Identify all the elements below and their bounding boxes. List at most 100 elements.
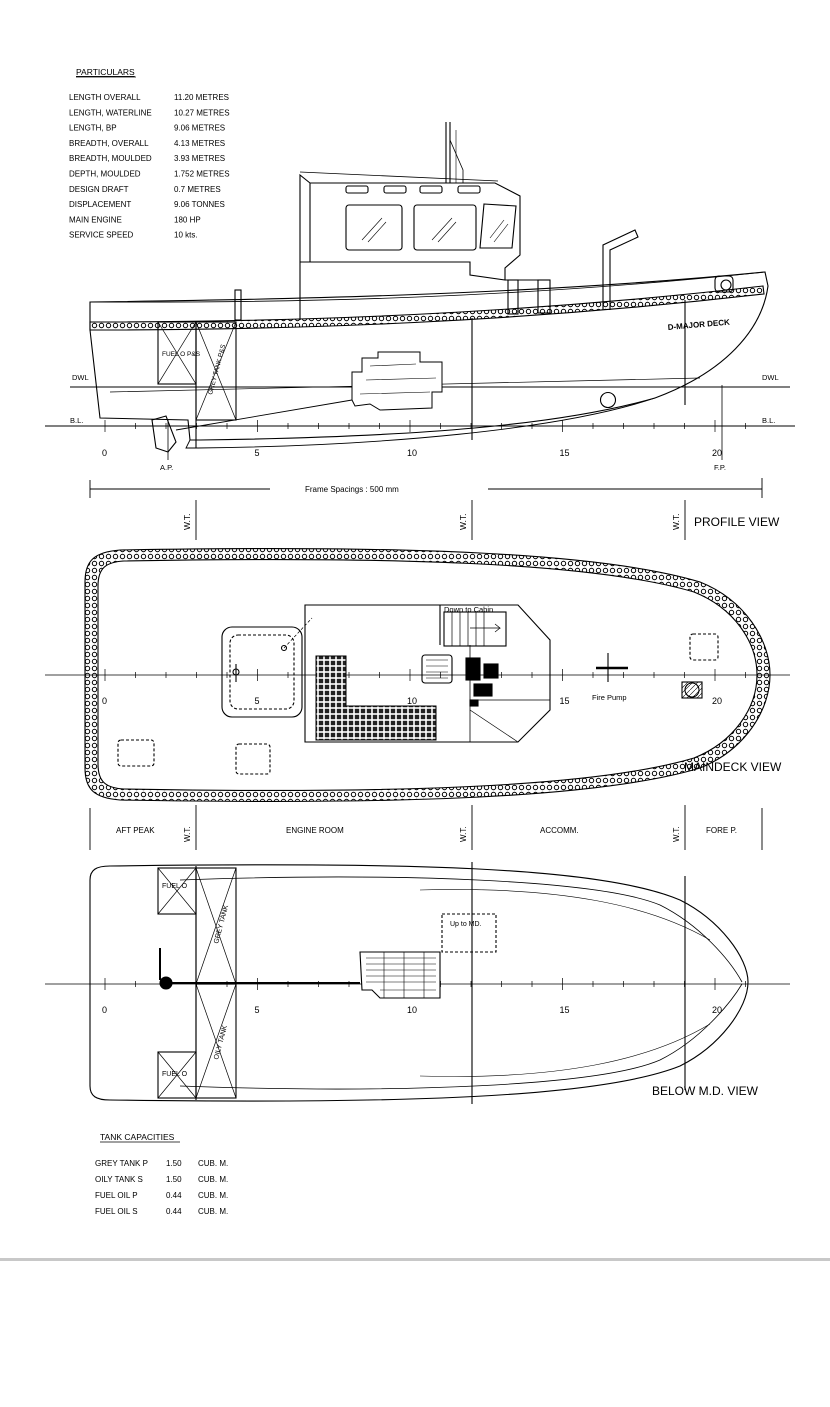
engine-profile bbox=[351, 351, 443, 411]
fuel-tank-label: FUEL O P&S bbox=[162, 351, 201, 358]
profile-view bbox=[45, 122, 795, 460]
frame-number: 0 bbox=[102, 1005, 107, 1015]
profile-view-title: PROFILE VIEW bbox=[694, 515, 780, 529]
frame-number: 20 bbox=[712, 448, 722, 458]
particular-value: 9.06 TONNES bbox=[174, 200, 225, 209]
rudder bbox=[151, 415, 177, 453]
wt-label: W.T. bbox=[183, 826, 192, 842]
tank-unit: CUB. M. bbox=[198, 1175, 228, 1184]
tank-value: 1.50 bbox=[166, 1159, 182, 1168]
fp-label: F.P. bbox=[714, 463, 726, 472]
particular-label: LENGTH, BP bbox=[69, 124, 117, 133]
frame-number: 0 bbox=[102, 696, 107, 706]
particular-label: LENGTH OVERALL bbox=[69, 93, 141, 102]
frame-number: 20 bbox=[712, 1005, 722, 1015]
particular-label: BREADTH, MOULDED bbox=[69, 154, 152, 163]
particular-value: 0.7 METRES bbox=[174, 185, 221, 194]
particular-value: 180 HP bbox=[174, 215, 201, 224]
particular-value: 11.20 METRES bbox=[174, 93, 229, 102]
hatch-cover bbox=[221, 626, 303, 718]
fuel-tank-s-label: FUEL O bbox=[162, 1071, 188, 1078]
particular-label: SERVICE SPEED bbox=[69, 231, 134, 240]
frame-number: 5 bbox=[255, 1005, 260, 1015]
down-to-cabin-label: Down to Cabin bbox=[444, 605, 493, 614]
frame-number: 20 bbox=[712, 696, 722, 706]
frame-number: 5 bbox=[255, 696, 260, 706]
compartment-engine-room: ENGINE ROOM bbox=[286, 826, 344, 835]
dwl-label-left: DWL bbox=[72, 373, 89, 382]
particular-value: 1.752 METRES bbox=[174, 170, 230, 179]
fire-pump-label: Fire Pump bbox=[592, 693, 627, 702]
wt-label: W.T. bbox=[458, 513, 468, 530]
particulars-heading: PARTICULARS bbox=[76, 67, 135, 77]
particular-label: DEPTH, MOULDED bbox=[69, 170, 141, 179]
tank-label: FUEL OIL S bbox=[95, 1207, 138, 1216]
tank-value: 0.44 bbox=[166, 1207, 182, 1216]
fuel-tank-p-label: FUEL O bbox=[162, 883, 188, 890]
wt-label: W.T. bbox=[671, 513, 681, 530]
frame-number: 10 bbox=[407, 696, 417, 706]
below-md-view bbox=[45, 862, 790, 1104]
compartment-strip bbox=[89, 805, 763, 850]
tank-label: OILY TANK S bbox=[95, 1175, 143, 1184]
wt-label: W.T. bbox=[672, 826, 681, 842]
tank-unit: CUB. M. bbox=[198, 1159, 228, 1168]
particular-value: 10 kts. bbox=[174, 231, 198, 240]
porthole bbox=[599, 391, 617, 409]
frame-spacing-dimension bbox=[89, 478, 763, 498]
bl-label-left: B.L. bbox=[70, 416, 83, 425]
grey-tank-label: GREY TANK P&S bbox=[207, 343, 227, 395]
compartment-fore-peak: FORE P. bbox=[706, 826, 737, 835]
blank-area bbox=[0, 1261, 830, 1407]
compartment-labels: AFT PEAK ENGINE ROOM ACCOMM. FORE P. W.T… bbox=[116, 826, 737, 842]
wt-markers-top bbox=[195, 500, 686, 540]
tank-capacities-heading: TANK CAPACITIES bbox=[100, 1132, 175, 1142]
particular-value: 3.93 METRES bbox=[174, 154, 225, 163]
up-to-md-label: Up to MD. bbox=[450, 921, 482, 928]
deckhouse-outline bbox=[304, 604, 551, 743]
particular-label: MAIN ENGINE bbox=[69, 215, 122, 224]
page-divider bbox=[0, 1258, 830, 1261]
profile-hull bbox=[89, 271, 769, 441]
vessel-name: D-MAJOR DECK bbox=[667, 318, 730, 332]
frame-number: 15 bbox=[560, 1005, 570, 1015]
compartment-accomm: ACCOMM. bbox=[540, 826, 579, 835]
below-md-view-title: BELOW M.D. VIEW bbox=[652, 1084, 759, 1098]
frame-number: 10 bbox=[407, 448, 417, 458]
frame-number: 0 bbox=[102, 448, 107, 458]
ap-label: A.P. bbox=[160, 463, 173, 472]
engine-room-grating bbox=[315, 655, 437, 741]
tank-value: 0.44 bbox=[166, 1191, 182, 1200]
particular-value: 9.06 METRES bbox=[174, 124, 225, 133]
below-hull-outline bbox=[89, 864, 749, 1102]
wt-labels-top: W.T. W.T. W.T. bbox=[182, 513, 681, 530]
frame-spacing-label: Frame Spacings : 500 mm bbox=[305, 485, 399, 494]
wt-label: W.T. bbox=[182, 513, 192, 530]
particular-label: DISPLACEMENT bbox=[69, 200, 131, 209]
frame-number: 15 bbox=[560, 696, 570, 706]
maindeck-view-title: MAINDECK VIEW bbox=[684, 760, 782, 774]
cabin-window bbox=[479, 203, 517, 249]
wt-label: W.T. bbox=[459, 826, 468, 842]
particular-label: DESIGN DRAFT bbox=[69, 185, 129, 194]
particular-value: 10.27 METRES bbox=[174, 108, 230, 117]
tank-unit: CUB. M. bbox=[198, 1191, 228, 1200]
particular-label: BREADTH, OVERALL bbox=[69, 139, 149, 148]
particulars-table: PARTICULARS LENGTH OVERALL 11.20 METRES LE… bbox=[69, 67, 230, 240]
engine-plan bbox=[359, 951, 441, 999]
tank-label: GREY TANK P bbox=[95, 1159, 148, 1168]
maindeck-labels: Down to Cabin Fire Pump 0 5 10 15 20 bbox=[102, 605, 722, 706]
frame-number: 10 bbox=[407, 1005, 417, 1015]
cabin-window bbox=[345, 204, 403, 251]
bl-label-right: B.L. bbox=[762, 416, 775, 425]
frame-number: 5 bbox=[255, 448, 260, 458]
frame-number: 15 bbox=[560, 448, 570, 458]
compartment-aft-peak: AFT PEAK bbox=[116, 826, 155, 835]
cabin-window bbox=[413, 204, 477, 251]
tank-unit: CUB. M. bbox=[198, 1207, 228, 1216]
maindeck-view bbox=[45, 547, 790, 803]
